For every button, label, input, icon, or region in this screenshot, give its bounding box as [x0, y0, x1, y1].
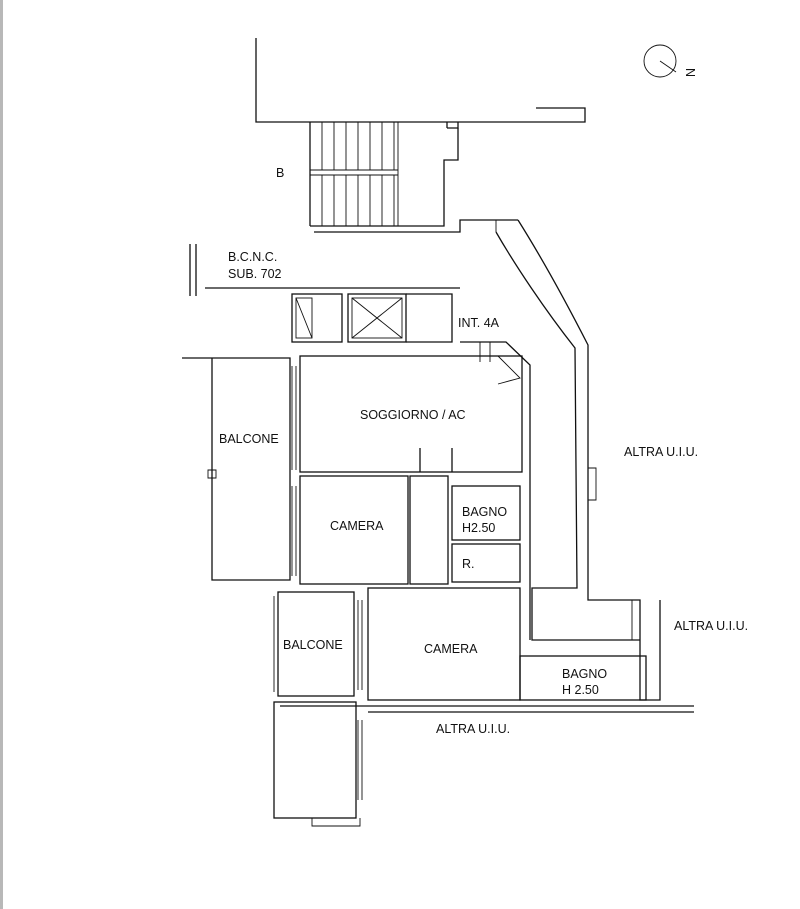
label-other-unit-south: ALTRA U.I.U. [436, 722, 510, 736]
label-storage: R. [462, 557, 475, 571]
north-label: N [683, 68, 697, 77]
entrance-door [460, 341, 531, 640]
page-edge [0, 0, 3, 909]
label-stair-block: B [276, 166, 284, 180]
label-bath-1-line1: BAGNO [462, 505, 507, 519]
shaft-block [291, 293, 453, 343]
corridor-walls [495, 219, 661, 701]
label-other-unit-right: ALTRA U.I.U. [674, 619, 748, 633]
bcnc-area [189, 244, 460, 296]
north-compass-icon [643, 44, 677, 78]
lower-block [273, 587, 694, 827]
label-unit: INT. 4A [458, 316, 500, 330]
label-bath-2-line1: BAGNO [562, 667, 607, 681]
label-bedroom-2: CAMERA [424, 642, 478, 656]
apartment-outline [182, 355, 523, 585]
label-bath-2-line2: H 2.50 [562, 683, 599, 697]
label-bcnc-line1: B.C.N.C. [228, 250, 277, 264]
label-bcnc-line2: SUB. 702 [228, 267, 282, 281]
stair-block [255, 38, 586, 233]
label-balcony-2: BALCONE [283, 638, 343, 652]
label-other-unit-east: ALTRA U.I.U. [624, 445, 698, 459]
label-bath-1-line2: H2.50 [462, 521, 495, 535]
label-living: SOGGIORNO / AC [360, 408, 466, 422]
label-balcony-1: BALCONE [219, 432, 279, 446]
label-bedroom-1: CAMERA [330, 519, 384, 533]
